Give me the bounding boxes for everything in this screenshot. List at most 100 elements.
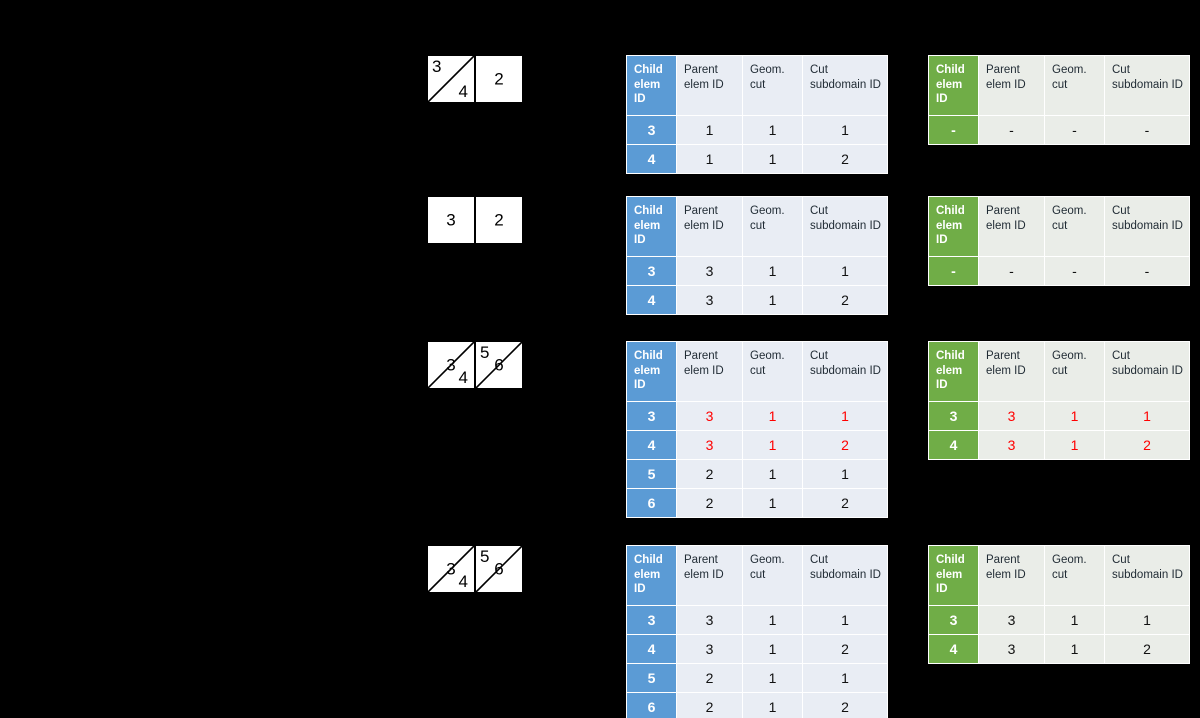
cell-child-elem-id: 6 <box>626 692 677 718</box>
cell-cut-subdomain-id: 2 <box>802 144 888 175</box>
column-header-cut-subdomain-id: Cut subdomain ID <box>802 54 888 117</box>
element-id-label: 6 <box>494 559 504 579</box>
cell-child-elem-id: 3 <box>928 605 979 636</box>
column-header-cut-subdomain-id: Cut subdomain ID <box>1104 544 1190 607</box>
column-header-geom-cut: Geom. cut <box>1044 544 1105 607</box>
column-header-child-elem-id: Child elem ID <box>626 195 677 258</box>
cell-cut-subdomain-id: 1 <box>802 663 888 694</box>
element-id-label: 3 <box>432 57 442 76</box>
cell-cut-subdomain-id: 1 <box>802 115 888 146</box>
cell-cut-subdomain-id: - <box>1104 256 1190 287</box>
cell-geom-cut: 1 <box>742 115 803 146</box>
column-header-cut-subdomain-id: Cut subdomain ID <box>802 544 888 607</box>
element-id-label: 2 <box>494 210 504 230</box>
cell-child-elem-id: 5 <box>626 459 677 490</box>
table-row: ---- <box>928 115 1190 146</box>
cell-parent-elem-id: 1 <box>676 144 743 175</box>
cell-parent-elem-id: 3 <box>676 605 743 636</box>
column-header-parent-elem-id: Parent elem ID <box>978 195 1045 258</box>
cell-child-elem-id: 4 <box>928 634 979 665</box>
column-header-parent-elem-id: Parent elem ID <box>676 195 743 258</box>
cell-geom-cut: 1 <box>742 401 803 432</box>
cell-geom-cut: 1 <box>742 459 803 490</box>
cell-geom-cut: 1 <box>742 692 803 718</box>
element-id-label: 4 <box>458 82 468 101</box>
column-header-child-elem-id: Child elem ID <box>626 54 677 117</box>
cell-geom-cut: 1 <box>1044 401 1105 432</box>
cell-parent-elem-id: 3 <box>978 634 1045 665</box>
cell-child-elem-id: 3 <box>626 115 677 146</box>
cell-geom-cut: 1 <box>742 144 803 175</box>
cell-child-elem-id: 4 <box>626 285 677 316</box>
cell-parent-elem-id: 2 <box>676 692 743 718</box>
cell-cut-subdomain-id: 2 <box>802 692 888 718</box>
element-id-label: 6 <box>494 355 504 375</box>
cell-parent-elem-id: 2 <box>676 488 743 519</box>
cell-parent-elem-id: 3 <box>676 401 743 432</box>
column-header-parent-elem-id: Parent elem ID <box>978 544 1045 607</box>
cell-cut-subdomain-id: 2 <box>802 430 888 461</box>
cell-child-elem-id: 4 <box>928 430 979 461</box>
cell-parent-elem-id: 3 <box>676 430 743 461</box>
cell-cut-subdomain-id: 2 <box>1104 634 1190 665</box>
cell-child-elem-id: 3 <box>928 401 979 432</box>
column-header-parent-elem-id: Parent elem ID <box>676 544 743 607</box>
cell-child-elem-id: 4 <box>626 144 677 175</box>
column-header-geom-cut: Geom. cut <box>1044 340 1105 403</box>
column-header-child-elem-id: Child elem ID <box>928 340 979 403</box>
element-id-label: 2 <box>494 69 504 89</box>
column-header-parent-elem-id: Parent elem ID <box>676 340 743 403</box>
cell-geom-cut: 1 <box>742 285 803 316</box>
cell-geom-cut: 1 <box>742 430 803 461</box>
column-header-child-elem-id: Child elem ID <box>928 54 979 117</box>
column-header-geom-cut: Geom. cut <box>1044 54 1105 117</box>
cell-parent-elem-id: 3 <box>978 430 1045 461</box>
element-square-sq-b: 2 <box>476 56 522 102</box>
column-header-parent-elem-id: Parent elem ID <box>978 54 1045 117</box>
column-header-parent-elem-id: Parent elem ID <box>978 340 1045 403</box>
element-id-label: 3 <box>446 210 456 230</box>
cell-geom-cut: 1 <box>742 605 803 636</box>
cell-child-elem-id: 3 <box>626 605 677 636</box>
cell-parent-elem-id: 1 <box>676 115 743 146</box>
cell-geom-cut: 1 <box>742 256 803 287</box>
cell-cut-subdomain-id: 2 <box>1104 430 1190 461</box>
cell-cut-subdomain-id: 1 <box>1104 605 1190 636</box>
cell-cut-subdomain-id: 1 <box>802 401 888 432</box>
element-square-sq-b: 2 <box>476 197 522 243</box>
cell-cut-subdomain-id: 2 <box>802 285 888 316</box>
cell-child-elem-id: 5 <box>626 663 677 694</box>
cell-parent-elem-id: 3 <box>676 256 743 287</box>
cell-parent-elem-id: 3 <box>978 605 1045 636</box>
cell-cut-subdomain-id: 1 <box>802 256 888 287</box>
cell-parent-elem-id: - <box>978 115 1045 146</box>
cell-geom-cut: 1 <box>1044 430 1105 461</box>
column-header-cut-subdomain-id: Cut subdomain ID <box>802 195 888 258</box>
cell-child-elem-id: 4 <box>626 634 677 665</box>
cell-geom-cut: - <box>1044 115 1105 146</box>
cell-parent-elem-id: 2 <box>676 663 743 694</box>
